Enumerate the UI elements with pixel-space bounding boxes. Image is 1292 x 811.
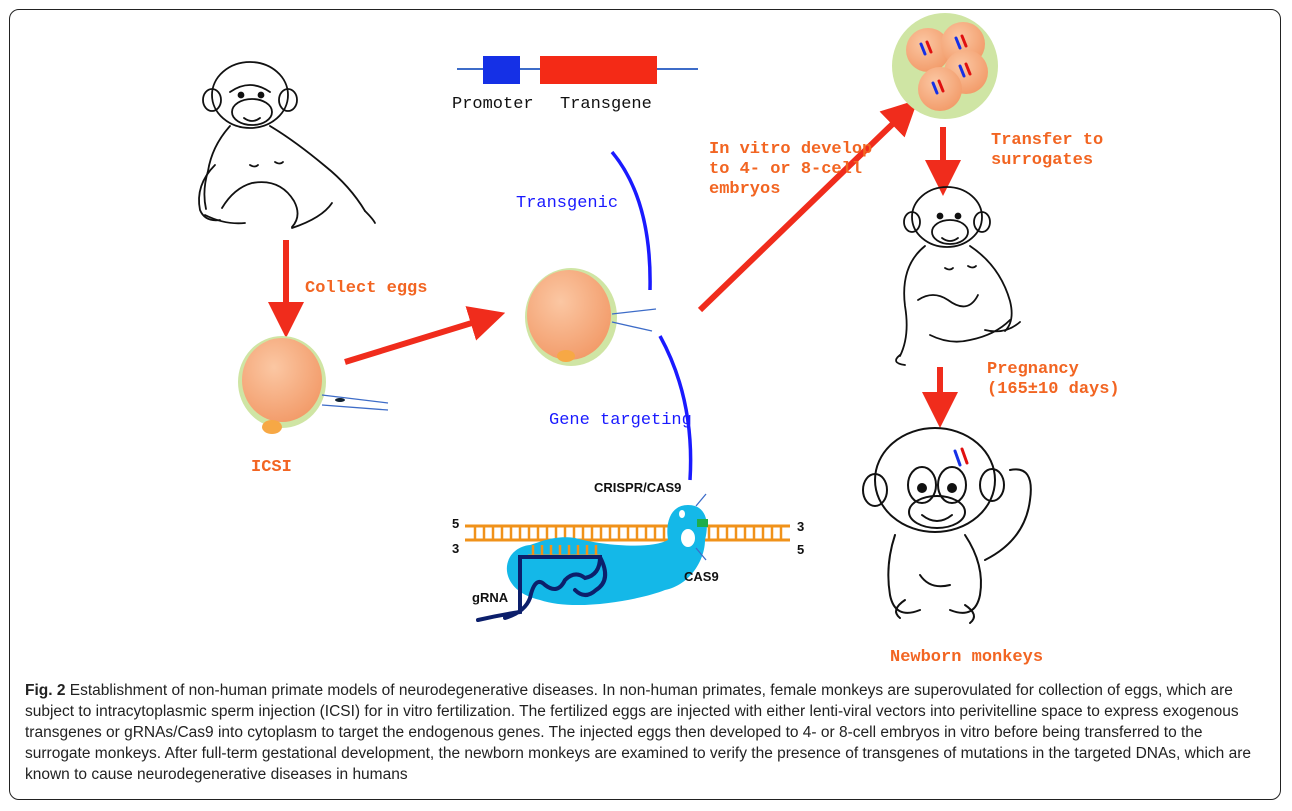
grna-label: gRNA (472, 590, 509, 605)
caption-text: Establishment of non-human primate model… (25, 682, 1251, 783)
transgene-construct (457, 56, 698, 84)
strand-3-left-label: 3 (452, 541, 459, 556)
transfer-label-line1: Transfer to (991, 131, 1103, 150)
strand-3-right-label: 3 (797, 519, 804, 534)
cas9-label: CAS9 (684, 569, 719, 584)
figure-caption: Fig. 2 Establishment of non-human primat… (25, 680, 1270, 785)
icsi-to-egg-arrow (345, 318, 488, 362)
surrogate-monkey-drawing (896, 187, 1020, 365)
injected-egg (525, 268, 656, 366)
newborn-transgene-mark (955, 449, 967, 465)
icsi-egg (238, 336, 388, 434)
strand-5-left-label: 5 (452, 516, 459, 531)
icsi-label: ICSI (251, 458, 292, 477)
in-vitro-label-line1: In vitro develop (709, 140, 872, 159)
promoter-box (483, 56, 520, 84)
pam-site (697, 519, 708, 527)
collect-eggs-label: Collect eggs (305, 279, 427, 298)
transgenic-curve (612, 152, 650, 290)
gene-targeting-label: Gene targeting (549, 411, 692, 430)
transgene-box (540, 56, 657, 84)
in-vitro-label-line3: embryos (709, 180, 780, 199)
figure-number: Fig. 2 (25, 682, 65, 699)
in-vitro-label-line2: to 4- or 8-cell (709, 160, 862, 179)
transgene-label: Transgene (560, 95, 652, 114)
donor-monkey-drawing (199, 62, 375, 228)
newborn-monkey-drawing (863, 428, 1031, 623)
gene-targeting-curve (660, 336, 691, 480)
crispr-cas9-label: CRISPR/CAS9 (594, 480, 681, 495)
promoter-label: Promoter (452, 95, 534, 114)
crispr-cas9-diagram (465, 494, 790, 620)
newborn-label: Newborn monkeys (890, 648, 1043, 667)
strand-5-right-label: 5 (797, 542, 804, 557)
transfer-label-line2: surrogates (991, 151, 1093, 170)
pregnancy-label-line2: (165±10 days) (987, 380, 1120, 399)
pipeline-diagram: Collect eggs ICSI Promoter Transgene Tra… (0, 0, 1292, 680)
pregnancy-label-line1: Pregnancy (987, 360, 1079, 379)
transgenic-label: Transgenic (516, 194, 618, 213)
four-cell-embryo (892, 13, 998, 119)
